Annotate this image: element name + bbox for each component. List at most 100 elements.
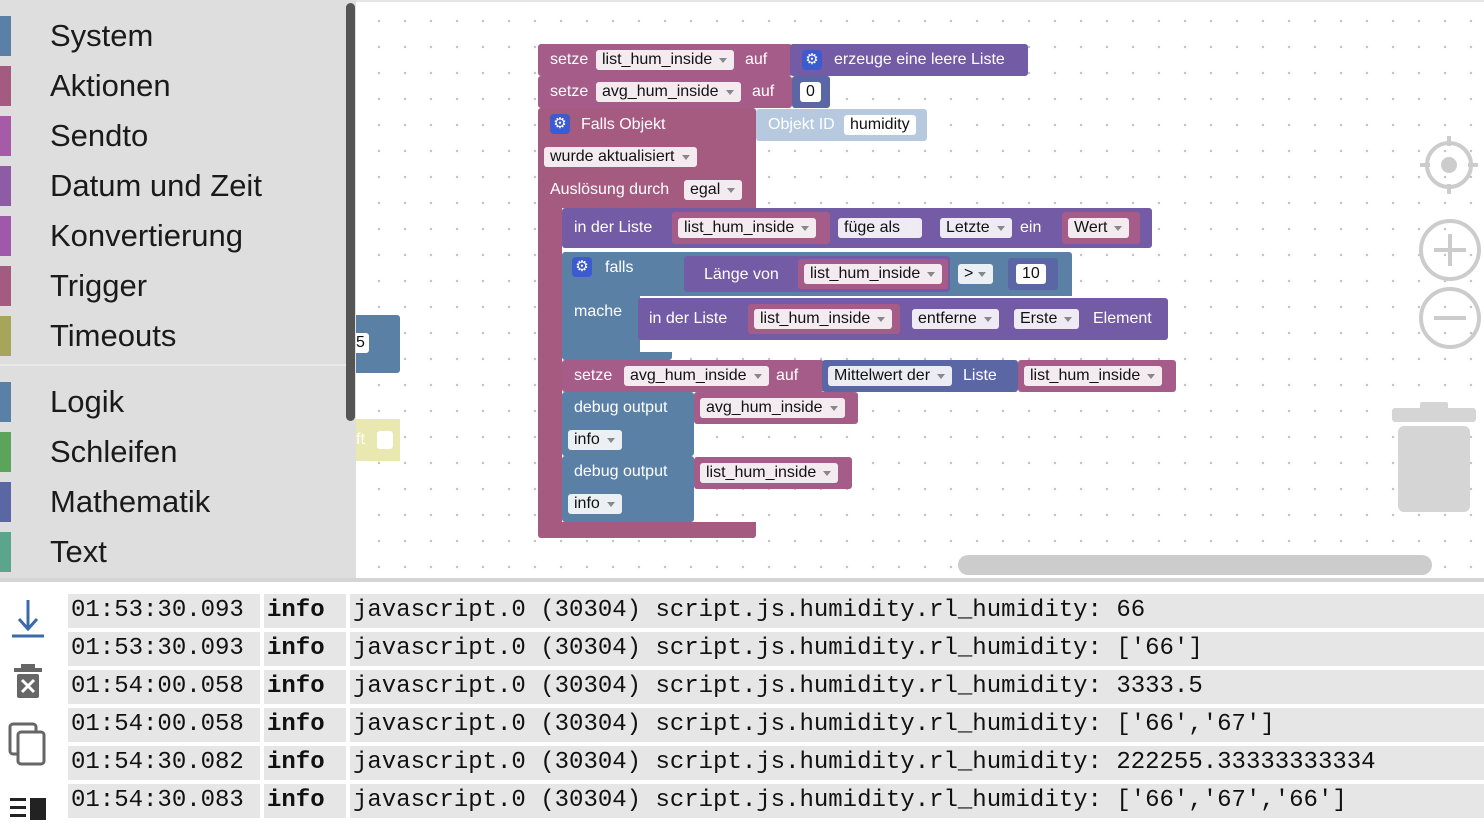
category-system[interactable]: System (0, 11, 346, 61)
number-value[interactable]: 10 (1016, 264, 1046, 284)
toolbox-scrollbar[interactable] (346, 3, 355, 421)
trigger-block-footer (538, 522, 756, 538)
clear-log-icon[interactable] (8, 660, 52, 704)
category-trigger[interactable]: Trigger (0, 261, 346, 311)
remove-position-dropdown[interactable]: Erste (1014, 309, 1080, 329)
math-function-dropdown[interactable]: Mittelwert der (828, 366, 953, 386)
category-schleifen[interactable]: Schleifen (0, 427, 346, 477)
log-time: 01:54:00.058 (68, 670, 260, 704)
variable-block[interactable]: list_hum_inside (1018, 360, 1176, 392)
log-message: javascript.0 (30304) script.js.humidity.… (350, 746, 1484, 780)
category-color-swatch (0, 482, 11, 522)
setze-label: setze (550, 51, 589, 68)
set-variable-block-list[interactable]: setze list_hum_inside auf (538, 44, 792, 76)
log-message: javascript.0 (30304) script.js.humidity.… (350, 594, 1484, 628)
category-konvertierung[interactable]: Konvertierung (0, 211, 346, 261)
copy-icon[interactable] (8, 722, 52, 766)
list-length-block[interactable]: Länge von list_hum_inside (684, 256, 950, 292)
number-block[interactable]: 0 (792, 76, 830, 108)
gear-icon[interactable]: ⚙ (802, 50, 822, 70)
log-row[interactable]: 01:54:00.058 info javascript.0 (30304) s… (68, 670, 1484, 704)
partial-block-blue[interactable]: 5 (356, 315, 400, 373)
variable-block[interactable]: list_hum_inside (694, 457, 852, 489)
number-value[interactable]: 0 (800, 82, 821, 102)
trigger-block-header[interactable]: ⚙ Falls Objekt wurde aktualisiert Auslös… (538, 108, 756, 208)
gear-icon[interactable]: ⚙ (550, 114, 570, 134)
partial-block-yellow[interactable]: ft (356, 419, 400, 461)
debug-level-dropdown[interactable]: info (568, 494, 622, 514)
object-id-block[interactable]: Objekt ID humidity (756, 109, 927, 141)
download-icon[interactable] (8, 598, 52, 642)
category-label: Aktionen (50, 68, 171, 103)
insert-position-dropdown[interactable]: Letzte (940, 218, 1012, 238)
compare-block[interactable]: Länge von list_hum_inside > 10 (674, 254, 1062, 294)
variable-dropdown[interactable]: avg_hum_inside (700, 398, 845, 418)
variable-block[interactable]: avg_hum_inside (694, 392, 858, 424)
log-row[interactable]: 01:54:00.058 info javascript.0 (30304) s… (68, 708, 1484, 742)
variable-dropdown[interactable]: list_hum_inside (754, 309, 893, 329)
math-on-list-block[interactable]: Mittelwert der Liste (822, 360, 1018, 392)
variable-block[interactable]: list_hum_inside (748, 304, 900, 334)
log-row[interactable]: 01:54:30.082 info javascript.0 (30304) s… (68, 746, 1484, 780)
variable-dropdown[interactable]: list_hum_inside (700, 463, 839, 483)
log-row[interactable]: 01:54:30.083 info javascript.0 (30304) s… (68, 784, 1484, 818)
filter-icon[interactable] (8, 788, 52, 828)
category-logik[interactable]: Logik (0, 377, 346, 427)
variable-dropdown[interactable]: list_hum_inside (596, 50, 735, 70)
recenter-icon[interactable] (1418, 134, 1480, 196)
log-message: javascript.0 (30304) script.js.humidity.… (350, 708, 1484, 742)
element-label: Element (1093, 310, 1152, 327)
blockly-workspace[interactable]: 5 ft setze list_hum_inside auf ⚙ erzeuge… (356, 0, 1484, 578)
number-block[interactable]: 10 (1008, 258, 1058, 290)
variable-block-wert[interactable]: Wert (1062, 212, 1140, 244)
ausloesung-dropdown[interactable]: egal (684, 180, 743, 200)
mache-label: mache (574, 303, 623, 320)
if-block-mache: mache (562, 294, 640, 354)
category-text[interactable]: Text (0, 527, 346, 577)
log-time: 01:53:30.093 (68, 632, 260, 666)
category-color-swatch (0, 532, 11, 572)
list-insert-block[interactable]: in der Liste list_hum_inside füge als Le… (562, 208, 1152, 248)
variable-dropdown[interactable]: avg_hum_inside (624, 366, 769, 386)
variable-dropdown[interactable]: list_hum_inside (1024, 366, 1163, 386)
variable-block[interactable]: list_hum_inside (798, 259, 948, 289)
debug-output-block-2[interactable]: debug output info (562, 456, 694, 522)
condition-dropdown[interactable]: wurde aktualisiert (544, 147, 697, 167)
debug-output-block-1[interactable]: debug output info (562, 392, 694, 456)
set-variable-block-avg[interactable]: setze avg_hum_inside auf (538, 76, 792, 108)
log-level: info (264, 670, 346, 704)
category-label: Sendto (50, 118, 149, 153)
variable-dropdown[interactable]: list_hum_inside (678, 218, 817, 238)
log-level: info (264, 708, 346, 742)
category-mathematik[interactable]: Mathematik (0, 477, 346, 527)
category-datum-und-zeit[interactable]: Datum und Zeit (0, 161, 346, 211)
zoom-in-icon[interactable] (1418, 218, 1482, 282)
set-variable-block-avg2[interactable]: setze avg_hum_inside auf (562, 360, 824, 392)
insert-mode-dropdown[interactable]: füge als (838, 218, 923, 238)
object-id-value[interactable]: humidity (844, 115, 916, 135)
log-toolbar (0, 582, 64, 828)
variable-dropdown[interactable]: avg_hum_inside (596, 82, 741, 102)
create-empty-list-block[interactable]: ⚙ erzeuge eine leere Liste (790, 44, 1028, 76)
log-row[interactable]: 01:53:30.093 info javascript.0 (30304) s… (68, 632, 1484, 666)
setze-label: setze (574, 367, 613, 384)
setze-label: setze (550, 83, 589, 100)
debug-level-dropdown[interactable]: info (568, 430, 622, 450)
wert-dropdown[interactable]: Wert (1068, 218, 1130, 238)
compare-operator-dropdown[interactable]: > (958, 264, 994, 284)
variable-block[interactable]: list_hum_inside (672, 212, 830, 244)
partial-block-checkbox (377, 431, 393, 449)
workspace-scrollbar-horizontal[interactable] (958, 555, 1432, 575)
category-aktionen[interactable]: Aktionen (0, 61, 346, 111)
category-color-swatch (0, 316, 11, 356)
log-row[interactable]: 01:53:30.093 info javascript.0 (30304) s… (68, 594, 1484, 628)
variable-dropdown[interactable]: list_hum_inside (804, 264, 943, 284)
zoom-out-icon[interactable] (1418, 286, 1482, 350)
trash-icon[interactable] (1390, 402, 1478, 514)
category-sendto[interactable]: Sendto (0, 111, 346, 161)
list-remove-block[interactable]: in der Liste list_hum_inside entferne Er… (638, 298, 1168, 340)
category-timeouts[interactable]: Timeouts (0, 311, 346, 361)
falls-label: falls (605, 259, 634, 276)
remove-mode-dropdown[interactable]: entferne (912, 309, 999, 329)
gear-icon[interactable]: ⚙ (572, 257, 592, 277)
